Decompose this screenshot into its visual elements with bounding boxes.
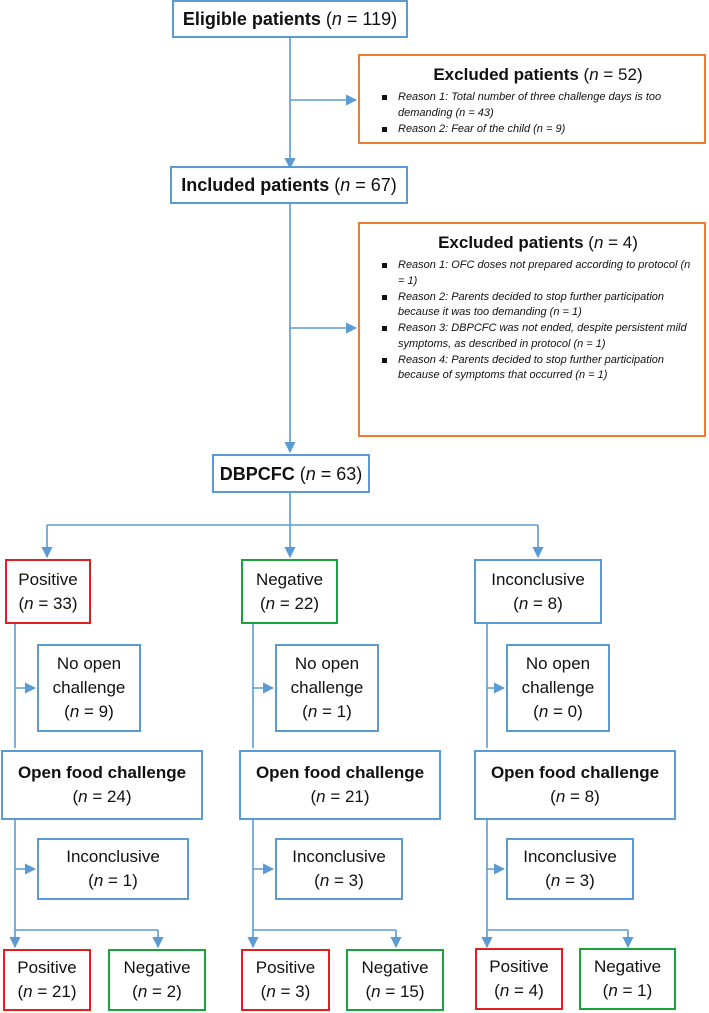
open-food-challenge-box: Open food challenge (n = 21) [239,750,441,820]
ofc-inconclusive-box: Inconclusive (n = 1) [37,838,189,900]
reason-item: Reason 1: OFC doses not prepared accordi… [382,258,694,289]
no-open-challenge-box: No open challenge (n = 9) [37,644,141,732]
eligible-patients-box: Eligible patients (n = 119) [172,0,408,38]
included-count: = 67) [350,175,397,195]
ofc-inconclusive-box: Inconclusive (n = 3) [275,838,403,900]
reason-item: Reason 4: Parents decided to stop furthe… [382,353,694,384]
ofc-negative-box: Negative (n = 2) [108,949,206,1011]
reason-item: Reason 1: Total number of three challeng… [382,90,694,121]
ofc-negative-box: Negative (n = 15) [346,949,444,1011]
result-positive-box: Positive (n = 33) [5,559,91,624]
eligible-title: Eligible patients [182,9,321,29]
excluded-count-2: = 4) [603,233,638,252]
reason-item: Reason 2: Fear of the child (n = 9) [382,122,694,138]
included-title: Included patients [181,175,330,195]
no-open-challenge-box: No open challenge (n = 0) [506,644,610,732]
excluded-count-1: = 52) [598,65,643,84]
ofc-negative-box: Negative (n = 1) [579,948,676,1010]
no-open-challenge-box: No open challenge (n = 1) [275,644,379,732]
dbpcfc-title: DBPCFC [219,463,295,484]
open-food-challenge-box: Open food challenge (n = 8) [474,750,676,820]
excluded-title-1: Excluded patients [433,65,579,84]
dbpcfc-box: DBPCFC (n = 63) [212,454,370,493]
excluded-patients-box-1: Excluded patients (n = 52) Reason 1: Tot… [358,54,706,144]
open-food-challenge-box: Open food challenge (n = 24) [1,750,203,820]
ofc-positive-box: Positive (n = 4) [475,948,563,1010]
dbpcfc-count: = 63) [315,463,363,484]
excluded-patients-box-2: Excluded patients (n = 4) Reason 1: OFC … [358,222,706,437]
ofc-positive-box: Positive (n = 3) [241,949,330,1011]
ofc-inconclusive-box: Inconclusive (n = 3) [506,838,634,900]
ofc-positive-box: Positive (n = 21) [3,949,91,1011]
reason-item: Reason 2: Parents decided to stop furthe… [382,290,694,321]
result-negative-box: Negative (n = 22) [241,559,338,624]
reason-item: Reason 3: DBPCFC was not ended, despite … [382,321,694,352]
excluded-reasons-2: Reason 1: OFC doses not prepared accordi… [382,258,694,384]
excluded-title-2: Excluded patients [438,233,584,252]
included-patients-box: Included patients (n = 67) [170,166,408,204]
excluded-reasons-1: Reason 1: Total number of three challeng… [382,90,694,138]
eligible-count: = 119) [341,9,398,29]
result-inconclusive-box: Inconclusive (n = 8) [474,559,602,624]
